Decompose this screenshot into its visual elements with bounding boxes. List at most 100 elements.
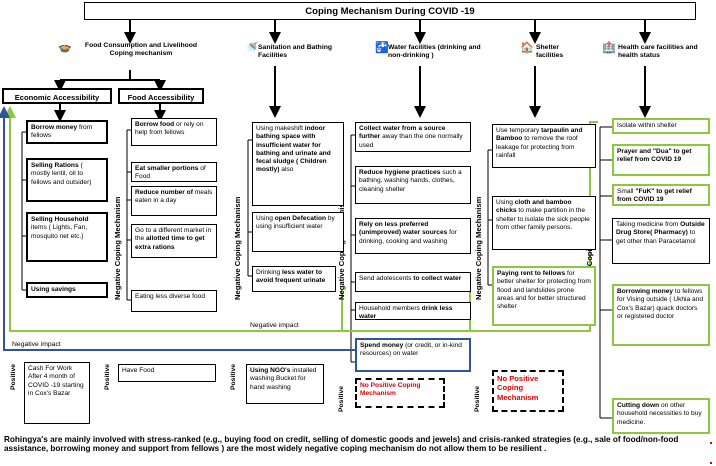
- health-4-text: to get other than Paracetamol: [616, 229, 696, 245]
- positive-label-water: Positive: [338, 385, 345, 412]
- food-box-4: Go to a different market in the allotted…: [131, 224, 217, 258]
- shelter-1-pre: Use temporary: [496, 127, 542, 134]
- water-box-6: Spend money (or credit, or in-kind resou…: [355, 338, 471, 372]
- hospital-icon: 🏥: [602, 42, 616, 54]
- econ-positive-box: Cash For Work After 4 month of COVID -19…: [24, 362, 90, 424]
- food-icon: 🍲: [58, 42, 72, 54]
- water-5-bold: drink less water: [359, 305, 453, 321]
- economic-accessibility: Economic Accessibility: [2, 88, 112, 104]
- water-box-3: Rely on less preferred (unimproved) wate…: [355, 218, 471, 254]
- econ-1-bold: Borrow money: [31, 124, 78, 131]
- positive-label-shelter: Positive: [474, 385, 481, 412]
- health-box-4: Taking medicine from Outside Drug Store(…: [612, 218, 710, 264]
- shelter-2-bold: cloth and bamboo chicks: [496, 199, 572, 215]
- food-box-5: Eating less diverse food: [131, 290, 217, 312]
- econ-box-2: Selling Rations ( mostly lentil, oil to …: [26, 158, 108, 202]
- water-icon: 🚰: [375, 42, 389, 54]
- diagram-title: Coping Mechanism During COVID -19: [305, 6, 475, 17]
- food-1-text: or rely on help from fellows: [135, 121, 204, 137]
- positive-label-econ: Positive: [10, 363, 17, 390]
- water-1-text: away than the one normally used: [359, 133, 463, 149]
- san-1-pre: Using makeshift: [256, 125, 305, 132]
- econ-4-bold: Using savings: [31, 286, 76, 293]
- health-6-text: on other household necessities to buy me…: [617, 402, 702, 426]
- water-5-pre: Household members: [359, 305, 422, 312]
- shelter-positive-text: No Positive Coping Mechanism: [497, 374, 539, 402]
- shelter-positive-box: No Positive Coping Mechanism: [492, 370, 564, 412]
- sanitation-category: Sanitation and Bathing Facilities: [258, 44, 333, 59]
- food-2-text: of Food: [135, 165, 206, 181]
- san-3-pre: Drinking: [256, 269, 283, 276]
- positive-label-sanitation: Positive: [230, 363, 237, 390]
- econ-3-text: items ( Lights, Fan, mosquito net etc.): [31, 224, 88, 240]
- san-1-bold: indoor bathing space with insufficient w…: [256, 125, 331, 174]
- san-2-bold: open Defecation: [274, 215, 326, 222]
- food-1-bold: Borrow food: [135, 121, 175, 128]
- water-box-4: Send adolescents to collect water: [355, 272, 471, 292]
- water-3-text: for drinking, cooking and washing: [359, 229, 457, 245]
- health-4-bold: Outside Drug Store( Pharmacy): [616, 221, 705, 237]
- shelter-3-text: for better shelter for protecting from f…: [497, 270, 591, 311]
- health-box-5: Borrowing money to fellows for Vising ou…: [612, 284, 710, 346]
- health-box-6: Cutting down on other household necessit…: [612, 398, 710, 434]
- shelter-2-pre: Using: [496, 199, 515, 206]
- water-positive-text: No Positive Coping Mechanism: [360, 382, 421, 398]
- health-5-bold: Borrowing money: [617, 288, 674, 295]
- shelter-1-text: to remove the roof leakage for protectin…: [496, 135, 578, 159]
- economic-label: Economic Accessibility: [14, 93, 100, 102]
- san-positive-box: Using NGO's installed washing Bucket for…: [246, 364, 324, 404]
- econ-3-bold: Selling Household: [31, 216, 89, 223]
- water-3-bold: Rely on less preferred (unimproved) wate…: [359, 221, 448, 237]
- shelter-2-text: to make partition in the shelter to isol…: [496, 207, 590, 231]
- water-6-text: (or credit, or in-kind resources) on wat…: [360, 342, 462, 358]
- water-positive-box: No Positive Coping Mechanism: [355, 378, 445, 408]
- san-positive-text: installed washing Bucket for hand washin…: [250, 367, 317, 391]
- shelter-icon: 🏠: [520, 42, 534, 54]
- shelter-box-3: Paying rent to fellows for better shelte…: [492, 266, 596, 326]
- econ-2-bold: Selling Rations: [31, 162, 79, 169]
- shelter-box-2: Using cloth and bamboo chicks to make pa…: [492, 196, 596, 250]
- san-box-2: Using open Defecation by using insuffici…: [252, 212, 344, 252]
- water-2-text: such a bathing, washing hands, clothes, …: [359, 169, 462, 193]
- food-5-text: Eating less diverse food: [135, 293, 206, 300]
- food-box-1: Borrow food or rely on help from fellows: [131, 118, 217, 146]
- food-3-text: meals eaten in a day: [135, 189, 213, 205]
- shelter-3-bold: Paying rent to fellows: [497, 270, 566, 277]
- health-3-pre: Small: [617, 188, 636, 195]
- health-2-bold: Prayer and "Dua" to get relief from COVI…: [617, 148, 692, 164]
- water-box-2: Reduce hygiene practices such a bathing,…: [355, 166, 471, 204]
- food-box-2: Eat smaller portions of Food: [131, 162, 217, 182]
- sanitation-icon: 🚿: [245, 42, 259, 54]
- health-1-text: Isolate within shelter: [617, 122, 677, 129]
- water-box-1: Collect water from a source further away…: [355, 122, 471, 152]
- shelter-1-bold: tarpaulin and Bamboo: [496, 127, 583, 143]
- water-4-pre: Send adolescents: [359, 275, 414, 282]
- food-access-label: Food Accessibility: [127, 93, 195, 102]
- food-positive-text: Have Food: [122, 367, 155, 374]
- neg-label-sanitation: Negative Coping Mechanism: [233, 196, 242, 300]
- econ-positive-text: Cash For Work After 4 month of COVID -19…: [28, 365, 84, 397]
- san-3-bold: less water to avoid frequent urinate: [256, 269, 326, 285]
- food-3-bold: Reduce number of: [135, 189, 193, 196]
- econ-1-text: from fellows: [31, 124, 93, 140]
- food-2-bold: Eat smaller portions: [135, 165, 199, 172]
- san-1-text: also: [279, 166, 294, 174]
- food-4-pre: Go to a different market in the: [135, 227, 212, 243]
- food-box-3: Reduce number of meals eaten in a day: [131, 186, 217, 216]
- health-5-text: to fellows for Vising outside ( Ukhia an…: [617, 288, 704, 320]
- water-1-bold: Collect water from a source further: [359, 125, 446, 141]
- negative-impact-label-green: Negative impact: [250, 322, 299, 329]
- health-4-pre: Taking medicine from: [616, 221, 681, 228]
- food-category: Food Consumption and Livelihood Coping m…: [84, 42, 198, 57]
- san-box-1: Using makeshift indoor bathing space wit…: [252, 122, 344, 206]
- neg-label-shelter: Negative Coping Mechanism: [474, 196, 483, 300]
- health-3-bold: "FuK" to get relief from COVID 19: [617, 188, 692, 204]
- san-box-3: Drinking less water to avoid frequent ur…: [252, 266, 336, 292]
- positive-label-food: Positive: [104, 363, 111, 390]
- san-2-pre: Using: [256, 215, 275, 222]
- shelter-box-1: Use temporary tarpaulin and Bamboo to re…: [492, 124, 596, 168]
- shelter-category: Shelter facilities: [536, 44, 564, 59]
- san-2-text: by using insufficient water: [256, 215, 335, 231]
- health-category: Health care facilities and health status: [618, 44, 698, 59]
- water-6-bold: Spend money: [360, 342, 404, 349]
